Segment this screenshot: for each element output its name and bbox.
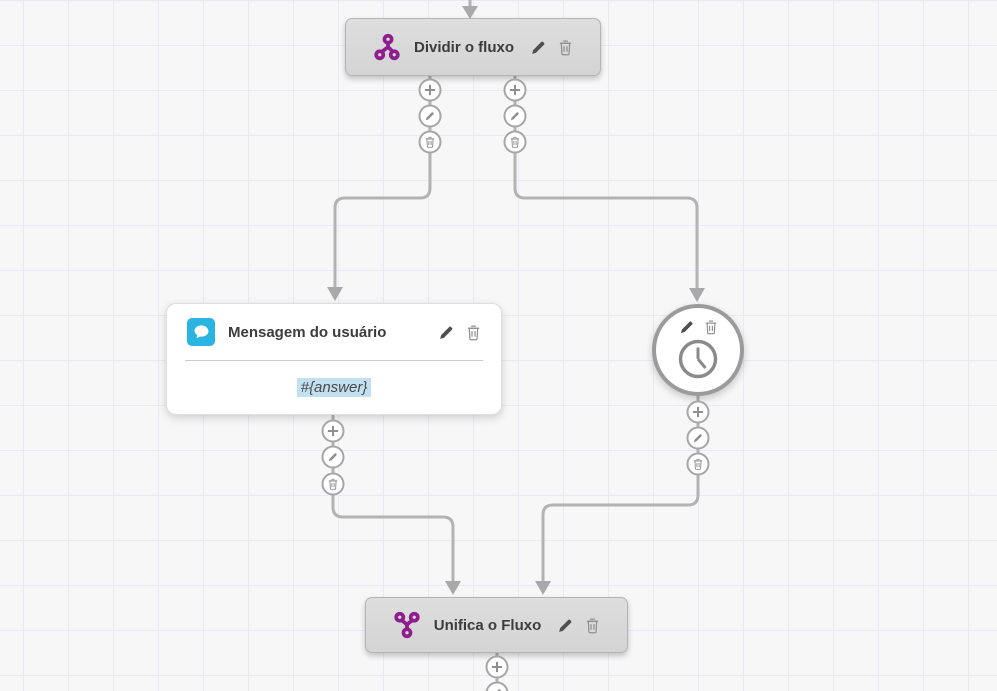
delete-node-button[interactable]: [704, 319, 718, 335]
edge-split-to-timer: [513, 76, 699, 289]
chat-bubble-icon: [187, 318, 215, 346]
port-delete-button[interactable]: [321, 472, 345, 496]
timer-node[interactable]: [652, 304, 744, 396]
trash-icon: [587, 618, 599, 633]
edit-node-button[interactable]: [438, 324, 455, 341]
port-edit-button[interactable]: [503, 104, 527, 128]
user-message-node[interactable]: Mensagem do usuário: [166, 303, 502, 415]
port-add-button[interactable]: [321, 419, 345, 443]
arrowhead: [327, 287, 343, 301]
edit-node-button[interactable]: [557, 617, 574, 634]
pencil-icon: [328, 453, 337, 462]
port-add-button[interactable]: [503, 78, 527, 102]
message-variable: #{answer}: [296, 378, 372, 397]
plus-icon: [692, 406, 704, 418]
edit-node-button[interactable]: [679, 319, 695, 335]
pencil-icon: [440, 326, 453, 339]
port-delete-button[interactable]: [686, 452, 710, 476]
merge-flow-icon: [393, 611, 421, 639]
arrowhead: [535, 581, 551, 595]
arrowhead: [689, 288, 705, 302]
edge-message-to-merge: [331, 415, 455, 582]
merge-flow-node[interactable]: Unifica o Fluxo: [365, 597, 628, 653]
port-delete-button[interactable]: [503, 130, 527, 154]
pencil-icon: [532, 41, 545, 54]
arrowhead: [445, 581, 461, 595]
port-edit-button[interactable]: [686, 426, 710, 450]
edge-split-to-message: [333, 76, 432, 288]
clock-icon: [676, 336, 720, 380]
node-title: Unifica o Fluxo: [433, 616, 542, 634]
trash-icon: [425, 136, 435, 148]
port-add-button[interactable]: [686, 400, 710, 424]
delete-node-button[interactable]: [558, 39, 573, 56]
node-title: Dividir o fluxo: [413, 38, 514, 56]
split-flow-icon: [373, 33, 401, 61]
split-flow-node[interactable]: Dividir o fluxo: [345, 18, 601, 76]
pencil-icon: [680, 321, 693, 333]
plus-icon: [424, 84, 436, 96]
plus-icon: [327, 425, 339, 437]
pencil-icon: [497, 689, 501, 691]
plus-icon: [491, 661, 503, 673]
node-title: Mensagem do usuário: [228, 323, 387, 341]
pencil-icon: [693, 434, 702, 443]
port-delete-button[interactable]: [418, 130, 442, 154]
trash-icon: [328, 478, 338, 490]
plus-icon: [509, 84, 521, 96]
edge-timer-to-merge: [541, 395, 700, 582]
pencil-icon: [425, 112, 434, 121]
port-edit-button[interactable]: [321, 445, 345, 469]
delete-node-button[interactable]: [585, 617, 600, 634]
pencil-icon: [510, 112, 519, 121]
pencil-icon: [559, 619, 572, 632]
trash-icon: [693, 458, 703, 470]
port-add-button[interactable]: [418, 78, 442, 102]
trash-icon: [510, 136, 520, 148]
trash-icon: [467, 325, 480, 340]
divider: [185, 360, 483, 361]
arrowhead: [462, 6, 478, 19]
port-edit-button[interactable]: [418, 104, 442, 128]
port-add-button[interactable]: [485, 655, 509, 679]
trash-icon: [559, 40, 572, 55]
delete-node-button[interactable]: [466, 324, 481, 341]
trash-icon: [705, 320, 716, 335]
edit-node-button[interactable]: [530, 39, 547, 56]
